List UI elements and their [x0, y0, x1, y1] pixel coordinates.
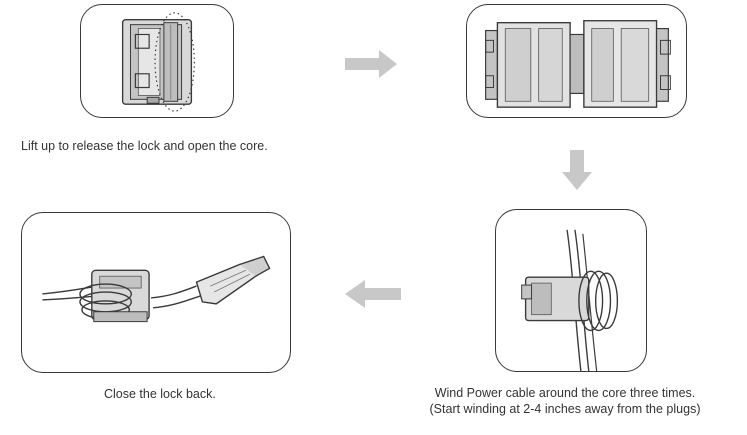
- step-3-panel: [495, 209, 647, 372]
- arrow-left-icon: [345, 280, 401, 308]
- ferrite-core-closed-icon: [121, 12, 195, 112]
- step-3-caption-line-1: Wind Power cable around the core three t…: [434, 386, 696, 400]
- arrow-right-icon: [345, 50, 397, 78]
- arrow-down-icon: [562, 150, 592, 190]
- ferrite-core-open-icon: [485, 20, 671, 108]
- step-3-caption-line-2: (Start winding at 2-4 inches away from t…: [429, 402, 701, 416]
- step-1-panel: [80, 4, 234, 118]
- step-1-caption: Lift up to release the lock and open the…: [21, 139, 268, 153]
- step-2-panel: [466, 4, 687, 118]
- cable-wound-core-icon: [521, 229, 619, 371]
- step-3-caption: Wind Power cable around the core three t…: [384, 385, 746, 417]
- step-4-panel: [21, 212, 291, 373]
- step-4-caption: Close the lock back.: [104, 387, 216, 401]
- core-on-power-cable-icon: [42, 255, 271, 323]
